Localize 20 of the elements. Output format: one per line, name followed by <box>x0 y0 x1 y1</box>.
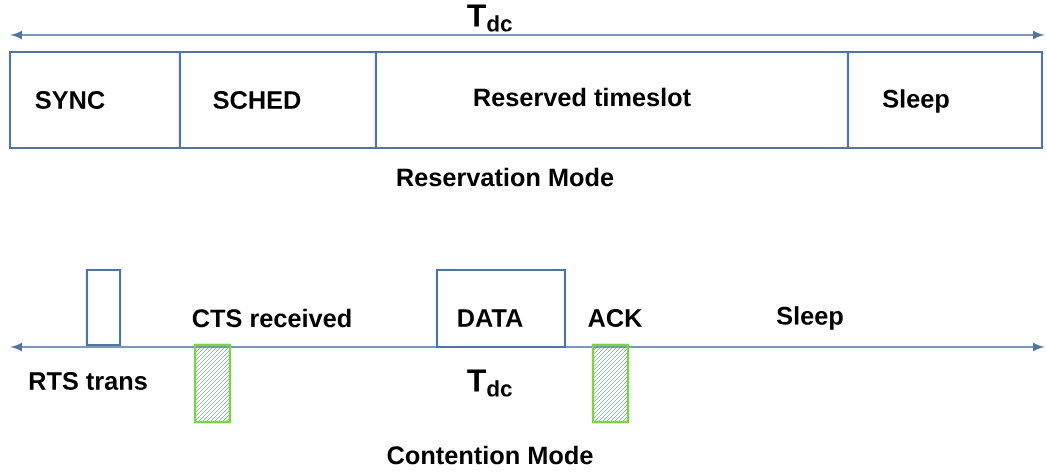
text-label: Sleep <box>776 306 843 330</box>
text-label: ACK <box>588 309 643 327</box>
empty-box <box>85 268 122 347</box>
hatched-box <box>193 343 232 424</box>
box-label: SYNC <box>35 91 105 109</box>
box-label: Reserved timeslot <box>474 87 691 107</box>
time-slot-box <box>435 268 567 349</box>
text-label: CTS received <box>192 308 351 328</box>
box-label: Sleep <box>882 89 949 113</box>
text-label: RTS trans <box>29 372 147 390</box>
dimension-label: T$_{dc}$ <box>467 369 512 397</box>
text-label: Reservation Mode <box>397 167 614 187</box>
time-slot-box <box>8 50 182 150</box>
time-slot-box <box>178 50 378 150</box>
box-label: SCHED <box>213 91 301 109</box>
hatched-box <box>591 343 630 424</box>
text-label: Contention Mode <box>387 445 593 465</box>
time-slot-box <box>846 50 1044 150</box>
box-label: DATA <box>458 309 523 327</box>
dimension-label: T$_{dc}$ <box>467 4 512 32</box>
